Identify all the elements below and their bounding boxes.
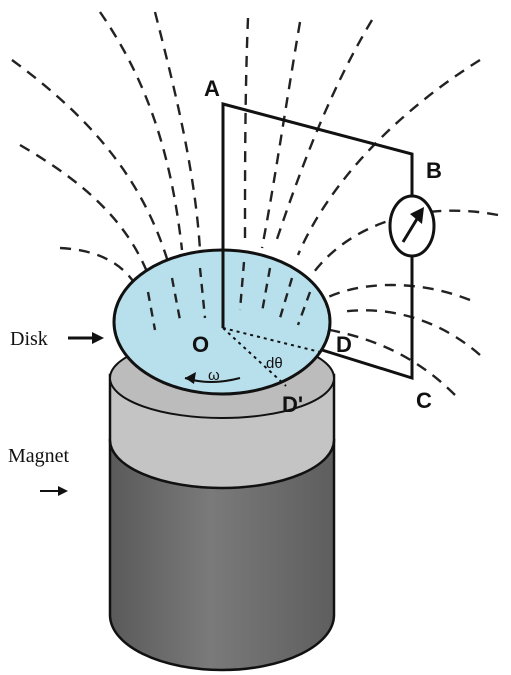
field-line (296, 291, 312, 326)
label-c: C (416, 388, 432, 413)
galvanometer-arrowhead-icon (410, 207, 424, 224)
field-line (273, 19, 374, 246)
field-line (11, 59, 170, 263)
disk-field-lines (146, 261, 312, 331)
field-line (170, 277, 182, 321)
pointer-arrows (40, 332, 104, 496)
field-line (278, 277, 294, 319)
rotation-arrowhead-icon (185, 372, 196, 384)
label-disk: Disk (10, 328, 48, 350)
magnet-body (108, 438, 336, 672)
label-a: A (204, 76, 220, 101)
field-line (321, 283, 471, 302)
radius-od-prime (222, 327, 287, 387)
label-d: D (336, 332, 352, 357)
field-line (260, 21, 302, 249)
label-omega: ω (208, 367, 220, 384)
field-line (153, 11, 202, 251)
label-d-prime: D' (282, 392, 303, 417)
label-d-theta: dθ (266, 355, 283, 372)
field-line (260, 267, 272, 313)
field-line (238, 261, 246, 311)
field-line (296, 58, 481, 256)
label-o: O (192, 332, 209, 357)
field-line (198, 267, 207, 319)
field-line (339, 309, 481, 356)
wire-o-a-b (221, 102, 414, 328)
magnetic-field-lines (11, 11, 499, 396)
field-line (243, 17, 250, 241)
field-line (146, 291, 157, 331)
label-magnet: Magnet (8, 445, 70, 467)
field-line (313, 209, 499, 273)
wire-b-c-d (321, 256, 414, 381)
circuit (221, 102, 414, 381)
field-line (19, 143, 154, 286)
magnet-arrowhead-icon (58, 486, 68, 496)
galvanometer-icon (388, 194, 436, 258)
disk-arrowhead-icon (92, 332, 104, 344)
field-line (99, 11, 184, 251)
label-b: B (426, 158, 442, 183)
radius-od (222, 327, 321, 353)
